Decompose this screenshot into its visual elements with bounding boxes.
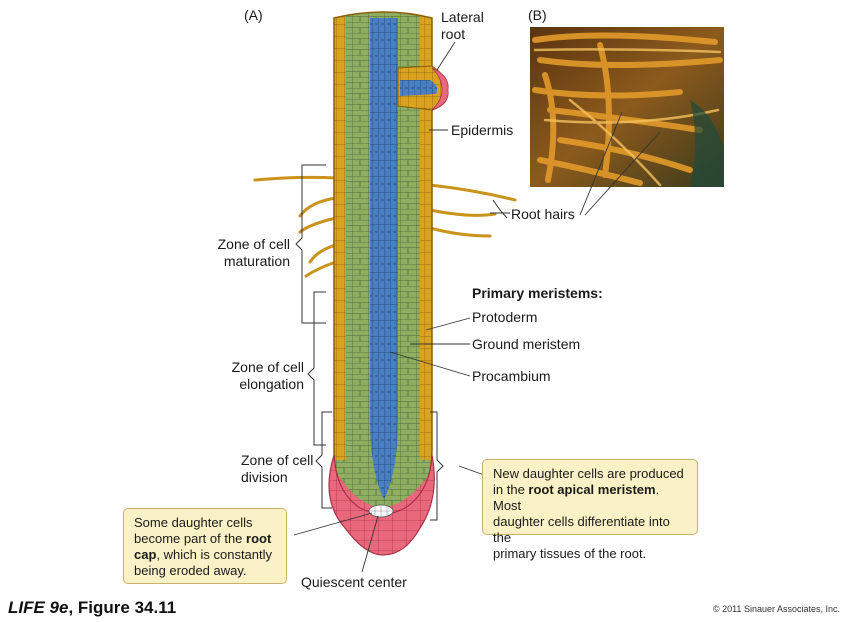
leader-lines xyxy=(293,41,661,573)
zone-brackets xyxy=(295,164,508,521)
callout-text: in the root apical meristem. Most xyxy=(493,482,687,514)
lateral-root xyxy=(397,65,449,111)
zone-elongation-label-2: elongation xyxy=(239,376,304,392)
root-cap-callout: Some daughter cells become part of the r… xyxy=(123,508,287,584)
zone-maturation-label-1: Zone of cell xyxy=(217,236,290,252)
panel-b-label: (B) xyxy=(528,7,547,23)
root-hairs-label: Root hairs xyxy=(511,206,575,222)
callout-text: New daughter cells are produced xyxy=(493,466,684,481)
callout-text: being eroded away. xyxy=(134,563,247,578)
figure-number: , Figure 34.11 xyxy=(68,598,177,617)
callout-text: in the xyxy=(493,482,529,497)
epidermis-label: Epidermis xyxy=(451,122,514,138)
procambium-label: Procambium xyxy=(472,368,551,384)
zone-division-label-2: division xyxy=(241,469,288,485)
callout-text: become part of the root xyxy=(134,531,276,547)
callout-text: cap, which is constantly xyxy=(134,547,276,563)
protoderm-label: Protoderm xyxy=(472,309,538,325)
callout-bold-term: cap xyxy=(134,547,157,562)
callout-bold-term: root apical meristem xyxy=(528,482,656,497)
zone-maturation-label-2: maturation xyxy=(223,253,290,269)
primary-meristems-heading: Primary meristems: xyxy=(472,285,603,301)
lateral-root-label-1: Lateral xyxy=(441,9,484,25)
callout-text: , which is constantly xyxy=(156,547,273,562)
zone-elongation-label-1: Zone of cell xyxy=(231,359,304,375)
photomicrograph xyxy=(530,27,724,187)
apical-meristem-callout: New daughter cells are produced in the r… xyxy=(482,459,698,561)
lateral-root-label-2: root xyxy=(441,26,466,42)
panel-a-label: (A) xyxy=(244,7,263,23)
callout-text: Some daughter cells xyxy=(134,515,253,530)
callout-bold-term: root xyxy=(246,531,272,546)
root-cap xyxy=(328,454,435,556)
zone-division-label-1: Zone of cell xyxy=(241,452,314,468)
copyright: © 2011 Sinauer Associates, Inc. xyxy=(712,604,840,614)
callout-text: primary tissues of the root. xyxy=(493,546,647,561)
root-hairs xyxy=(253,175,517,278)
callout-text: become part of the xyxy=(134,531,247,546)
book-title: LIFE 9e xyxy=(8,598,69,617)
figure-citation: LIFE 9e, Figure 34.11 xyxy=(8,598,176,618)
callout-text: . Most xyxy=(493,482,660,513)
quiescent-center-label: Quiescent center xyxy=(301,574,407,590)
ground-meristem-label: Ground meristem xyxy=(472,336,581,352)
callout-text: daughter cells differentiate into the xyxy=(493,514,670,545)
